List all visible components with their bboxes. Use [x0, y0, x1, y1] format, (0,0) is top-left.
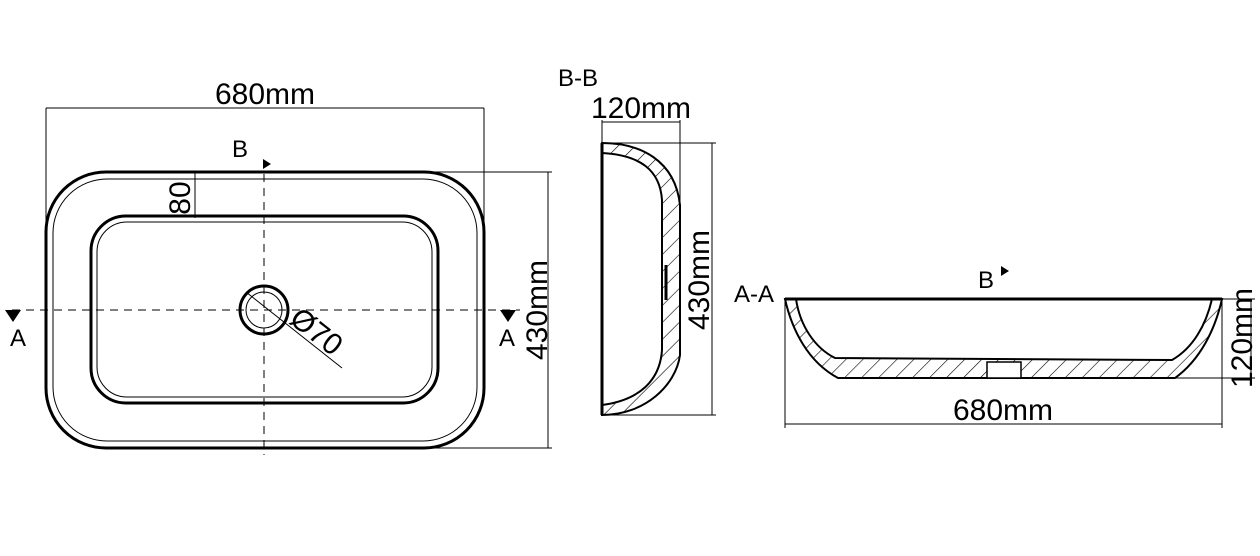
section-aa-b-marker-label: B: [978, 267, 994, 294]
plan-width-label: 680mm: [215, 78, 315, 111]
rim-width-label: 80: [164, 181, 197, 214]
section-bb-height-label: 430mm: [683, 230, 716, 330]
section-aa-b-arrow: [1001, 266, 1009, 276]
section-aa-view: A-A B 120mm 680mm: [734, 266, 1259, 428]
section-bb-title: B-B: [558, 65, 598, 92]
section-a-left-arrow: [5, 310, 21, 322]
section-aa-title: A-A: [734, 281, 774, 308]
plan-view: Ø70 680mm 430mm 80 A A B: [5, 78, 554, 455]
section-a-right-label: A: [499, 325, 515, 352]
section-bb-wall-hatched: [601, 141, 681, 417]
drain-diameter-label: Ø70: [284, 302, 349, 363]
plan-height-dimension: [430, 171, 552, 449]
section-aa-drain: [986, 361, 1022, 379]
section-b-arrow: [263, 159, 271, 169]
section-aa-depth-label: 120mm: [1226, 288, 1259, 388]
section-a-left-label: A: [10, 325, 26, 352]
section-aa-width-label: 680mm: [953, 394, 1053, 427]
section-bb-view: B-B 120mm 430mm: [558, 65, 716, 417]
section-b-marker-label: B: [232, 136, 248, 163]
plan-width-dimension: [45, 107, 485, 222]
section-bb-depth-label: 120mm: [591, 92, 691, 125]
plan-height-label: 430mm: [521, 260, 554, 360]
section-a-right-arrow: [500, 310, 516, 322]
drain-hole: [238, 284, 343, 369]
